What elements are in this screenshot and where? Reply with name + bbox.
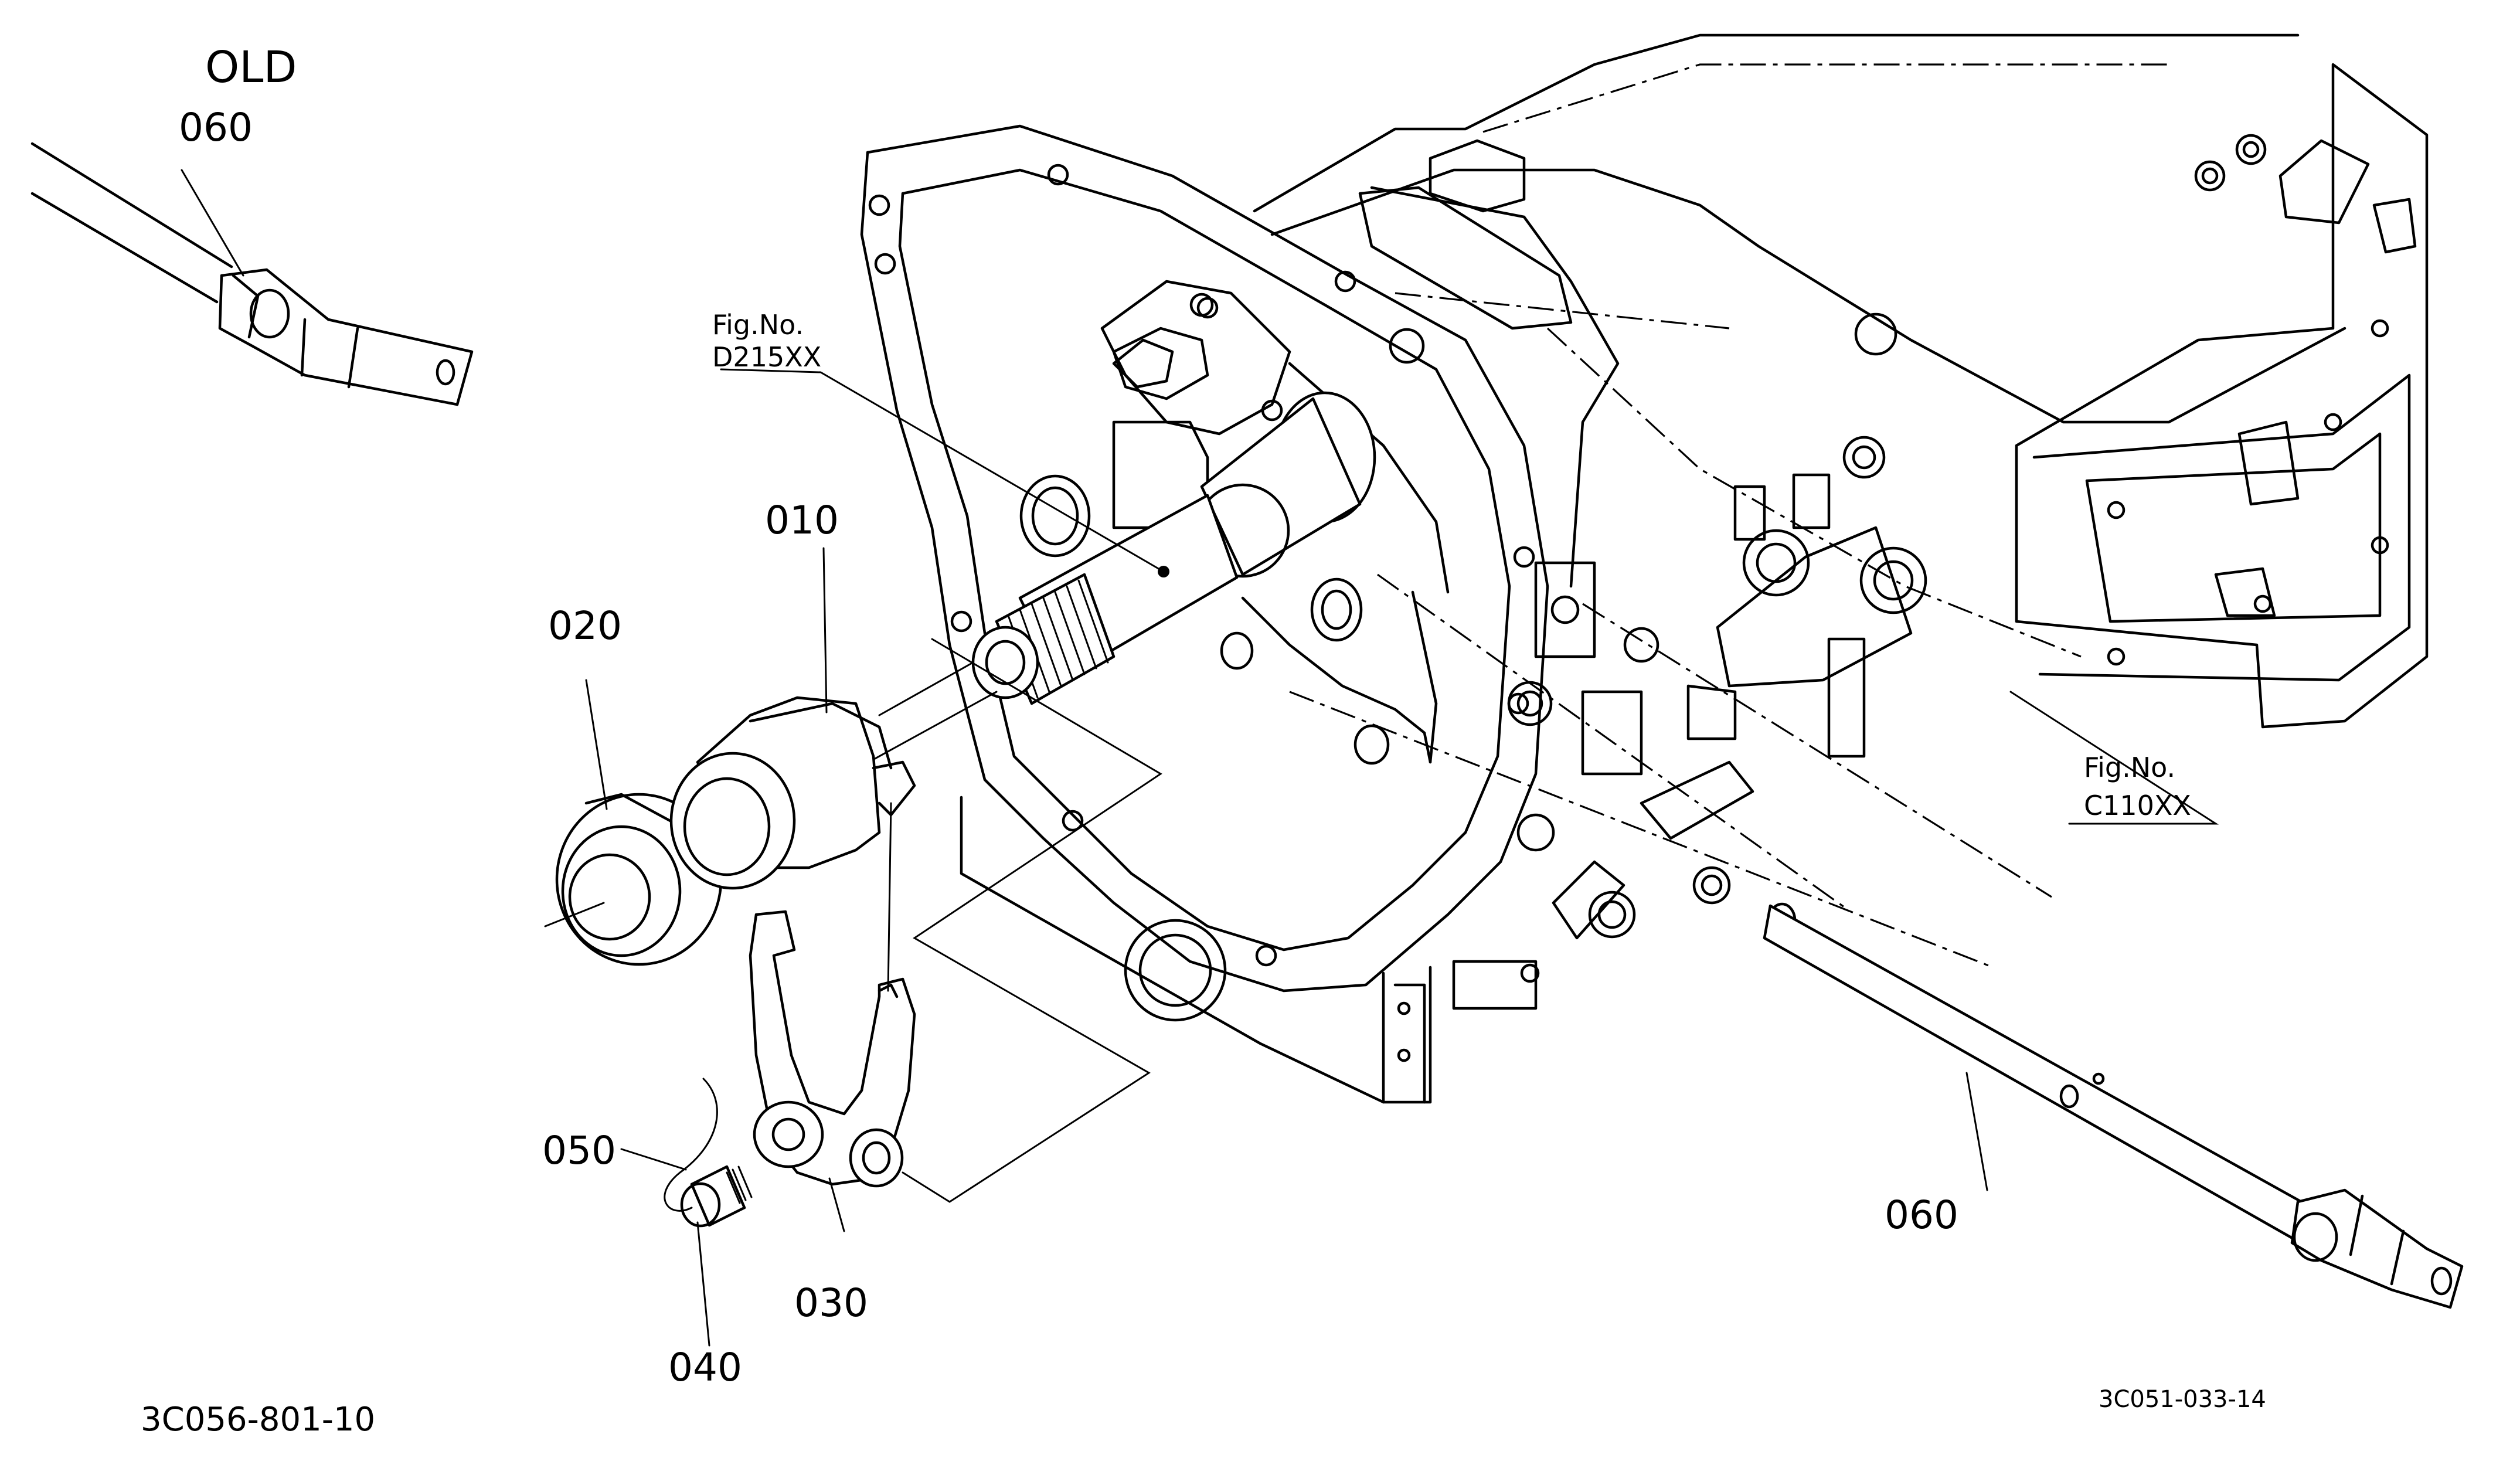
- label-050: 050: [542, 1128, 616, 1173]
- diagram-code-left: 3C056-801-10: [141, 1401, 375, 1439]
- release-hub: [669, 661, 974, 890]
- lock-wire: [664, 1078, 718, 1212]
- old-shift-rod: [30, 142, 474, 406]
- label-020: 020: [548, 603, 622, 648]
- diagram-code-right: 3C051-033-14: [2099, 1386, 2266, 1413]
- label-040: 040: [668, 1345, 742, 1390]
- label-060-old: 060: [179, 105, 253, 150]
- shift-fork: [749, 638, 1162, 1203]
- transmission-housing: [860, 33, 2429, 1104]
- labels: OLD 060 010 020 050 030 040 060 Fig.No. …: [141, 42, 2266, 1439]
- figref-right-line2: C110XX: [2084, 790, 2191, 821]
- label-030: 030: [794, 1280, 868, 1326]
- input-shaft: [761, 391, 1376, 822]
- leader-lines: [181, 169, 2219, 1347]
- figref-upper-line2: D215XX: [712, 341, 821, 373]
- shift-rod: [1763, 902, 2464, 1309]
- old-label: OLD: [205, 42, 297, 93]
- bolt: [680, 1165, 753, 1228]
- figref-upper-line1: Fig.No.: [712, 309, 804, 341]
- label-010: 010: [765, 498, 839, 543]
- label-060: 060: [1885, 1192, 1958, 1238]
- figref-right-line1: Fig.No.: [2084, 752, 2175, 783]
